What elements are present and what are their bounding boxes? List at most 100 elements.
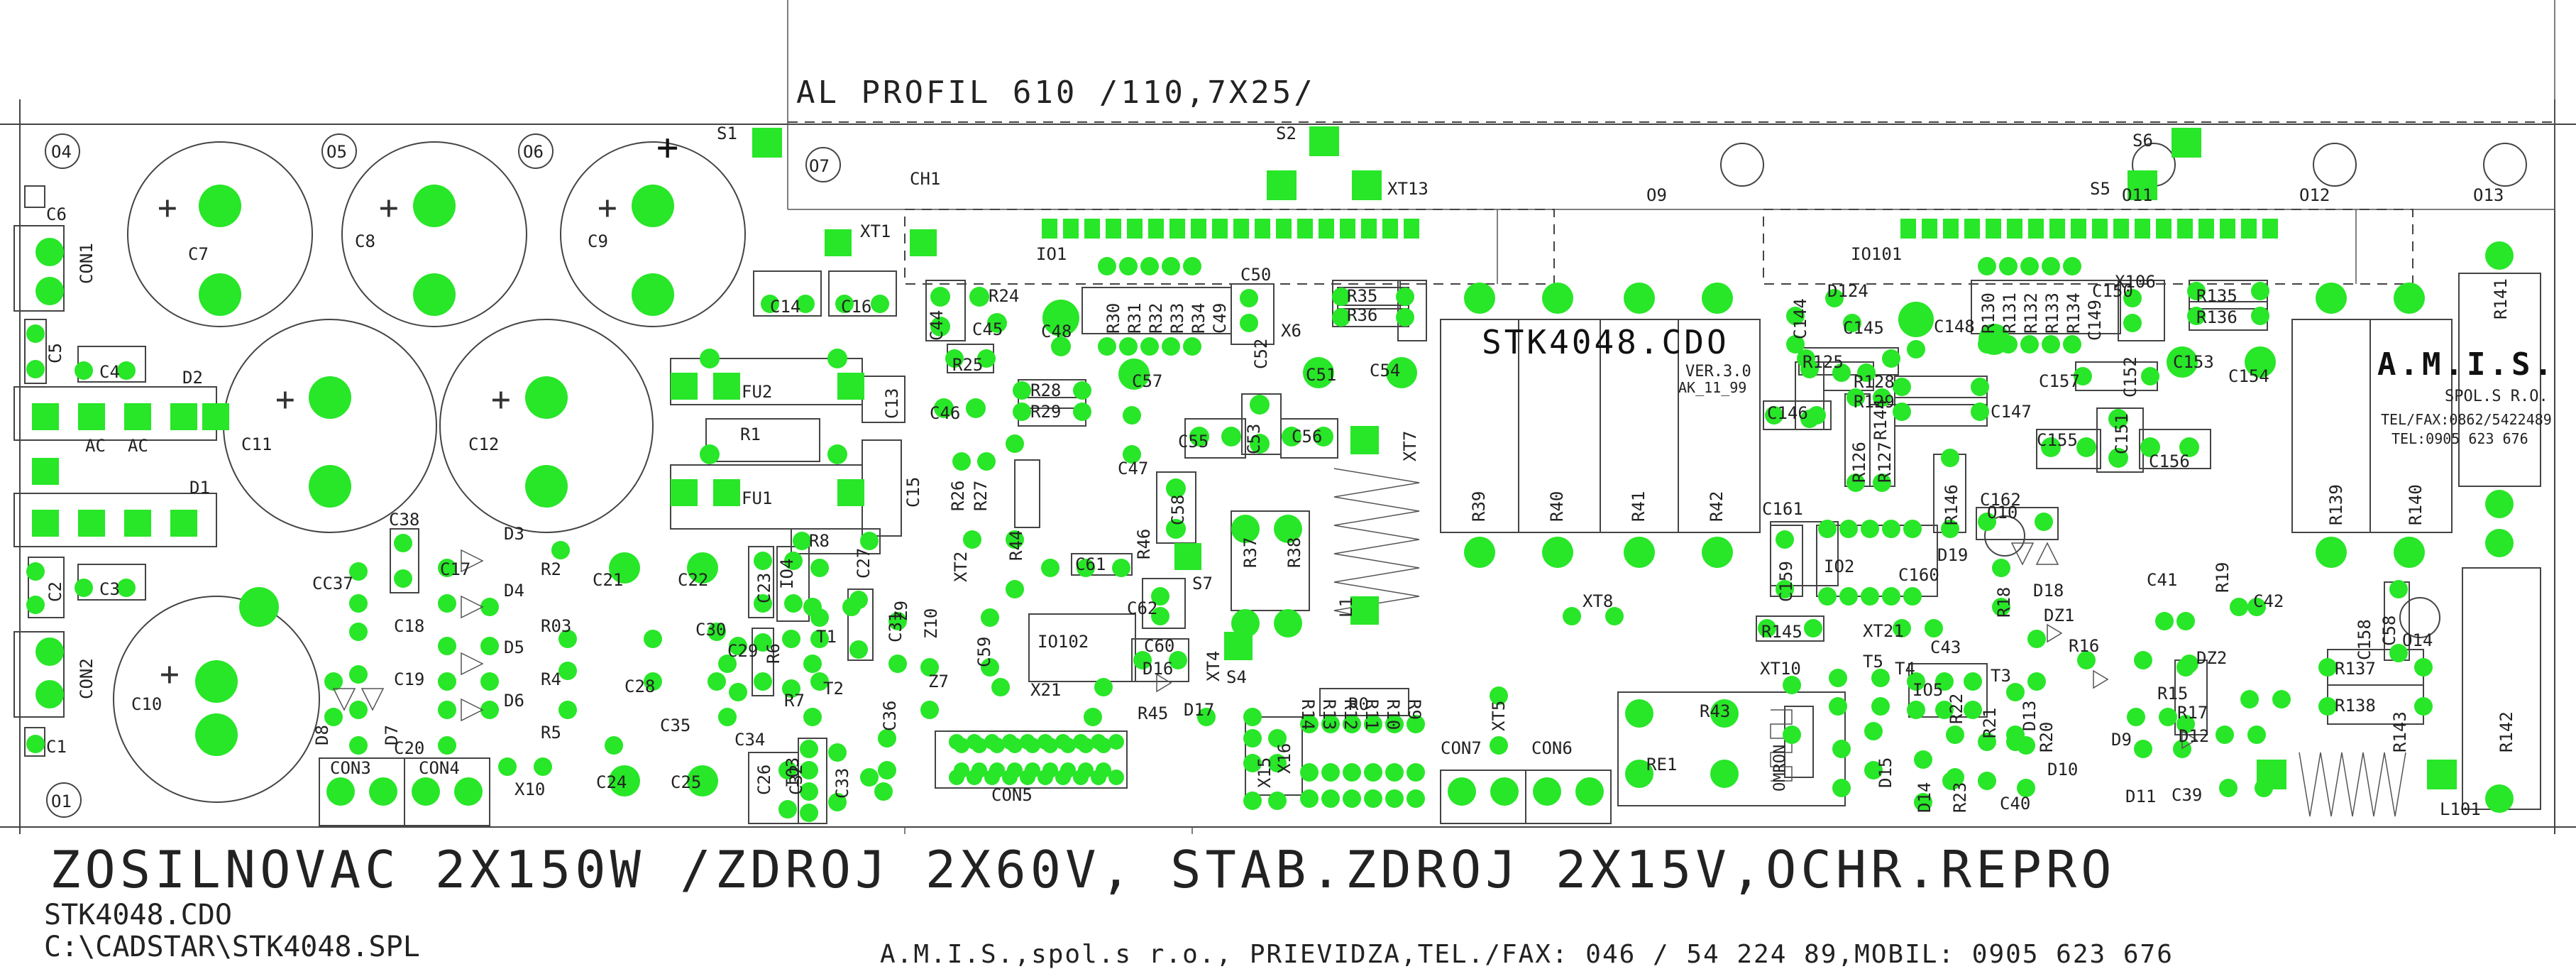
label-r36: R36 [1347, 305, 1377, 325]
label-r18: R18 [1994, 587, 2014, 618]
label-t4: T4 [1895, 659, 1915, 679]
label-r21: R21 [1980, 708, 2000, 738]
logo-block: A.M.I.S. SPOL.S R.O. TEL/FAX:0862/542248… [2377, 346, 2553, 447]
profile-label: AL PROFIL 610 /110,7X25/ [796, 75, 1316, 111]
label-con6: CON6 [1531, 738, 1573, 758]
mounting-holes [45, 133, 2527, 818]
label-xt13: XT13 [1387, 179, 1429, 199]
label-d10: D10 [2047, 760, 2078, 779]
label-o11: O11 [2122, 185, 2152, 205]
label-r126: R126 [1849, 442, 1869, 483]
label-r34: R34 [1189, 303, 1209, 334]
label-r7: R7 [784, 691, 805, 711]
label-o10: O10 [1987, 503, 2018, 522]
label-r41: R41 [1629, 491, 1648, 522]
label-r6: R6 [764, 643, 783, 664]
label-r38: R38 [1284, 537, 1304, 568]
label-d17: D17 [1184, 700, 1214, 720]
label-r145: R145 [1761, 622, 1802, 642]
label-c41: C41 [2147, 570, 2177, 590]
label-r35: R35 [1347, 286, 1377, 306]
label-r133: R133 [2042, 292, 2062, 334]
label-c44: C44 [927, 310, 947, 341]
label-c58: C58 [1168, 495, 1188, 525]
label-r33: R33 [1167, 303, 1187, 334]
label-io102: IO102 [1037, 632, 1089, 652]
label-r130: R130 [1978, 292, 1998, 334]
relay-brand: OMRON [1771, 745, 1789, 792]
label-c54: C54 [1370, 361, 1400, 381]
label-r8: R8 [809, 531, 830, 551]
label-c40: C40 [2000, 794, 2030, 814]
label-c161: C161 [1762, 499, 1803, 519]
label-con1: CON1 [77, 243, 97, 284]
label-c18: C18 [394, 616, 424, 636]
label-c60: C60 [1144, 636, 1174, 656]
label-c47: C47 [1118, 459, 1148, 478]
label-d2: D2 [182, 368, 203, 388]
label-c157: C157 [2039, 371, 2080, 391]
label-ac2: AC [128, 436, 148, 456]
label-c23: C23 [754, 573, 774, 603]
label-c38: C38 [389, 510, 419, 530]
label-l101: L101 [2440, 799, 2481, 819]
label-o14: O14 [2402, 630, 2433, 650]
label-d15: D15 [1876, 757, 1895, 788]
label-c16: C16 [841, 297, 871, 317]
label-io2: IO2 [1824, 557, 1854, 576]
module-block: STK4048.CDO VER.3.0 AK_11_99 [1482, 323, 1751, 396]
label-z10: Z10 [921, 608, 941, 639]
label-c11: C11 [241, 434, 272, 454]
label-r135: R135 [2196, 286, 2238, 306]
label-c2: C2 [45, 581, 65, 602]
label-r13: R13 [1319, 699, 1339, 730]
label-c146: C146 [1767, 403, 1808, 423]
label-c36: C36 [880, 701, 900, 731]
label-r143: R143 [2390, 711, 2410, 752]
label-c19: C19 [394, 669, 424, 689]
label-con4: CON4 [419, 758, 460, 778]
label-d6: D6 [504, 691, 524, 711]
label-c43: C43 [1930, 637, 1961, 657]
label-c156: C156 [2149, 451, 2190, 471]
label-xt4: XT4 [1204, 651, 1223, 681]
label-c144: C144 [1790, 298, 1810, 339]
label-t5: T5 [1863, 652, 1883, 672]
label-x15: X15 [1255, 757, 1275, 788]
label-d9: D9 [2111, 730, 2132, 750]
label-r140: R140 [2406, 484, 2426, 525]
label-fu1: FU1 [742, 488, 772, 508]
label-c56: C56 [1292, 427, 1322, 447]
label-xt2: XT2 [951, 552, 971, 582]
label-c49: C49 [1210, 303, 1230, 334]
label-d5: D5 [504, 637, 524, 657]
label-c5: C5 [45, 343, 65, 363]
ic-outlines [904, 209, 2413, 285]
subtitle-path: C:\CADSTAR\STK4048.SPL [44, 931, 420, 963]
label-c151: C151 [2112, 413, 2132, 454]
label-d8: D8 [312, 725, 332, 745]
label-r142: R142 [2497, 711, 2516, 752]
label-r29: R29 [1030, 402, 1061, 422]
page-title: ZOSILNOVAC 2X150W /ZDROJ 2X60V, STAB.ZDR… [50, 840, 2116, 899]
label-r14: R14 [1298, 699, 1318, 730]
label-d1: D1 [189, 478, 210, 498]
label-r5: R5 [541, 723, 561, 743]
label-c39: C39 [2172, 785, 2202, 805]
label-ac1: AC [85, 436, 106, 456]
label-s5: S5 [2090, 179, 2110, 199]
svg-text:+: + [275, 380, 295, 418]
label-c155: C155 [2037, 430, 2078, 450]
label-c48: C48 [1041, 322, 1072, 341]
label-r9: R9 [1404, 699, 1424, 720]
label-c8: C8 [355, 231, 375, 251]
label-c12: C12 [468, 434, 499, 454]
label-d7: D7 [382, 725, 402, 745]
label-o9: O9 [1646, 185, 1667, 205]
label-io5: IO5 [1912, 680, 1943, 700]
label-s1: S1 [717, 124, 737, 143]
module-name: STK4048.CDO [1482, 323, 1729, 361]
label-c51: C51 [1306, 365, 1336, 385]
